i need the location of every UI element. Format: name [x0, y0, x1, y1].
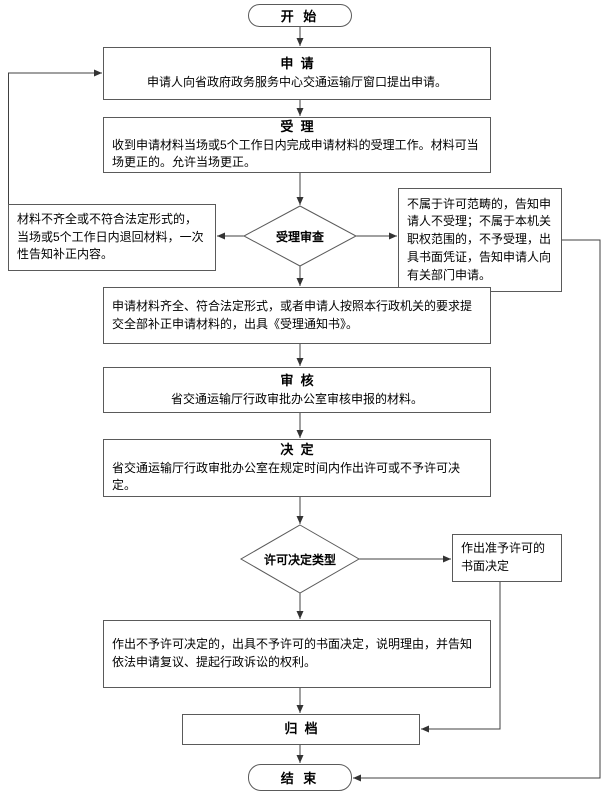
decision-type-diamond-shape — [239, 524, 361, 594]
deny-decision-body: 作出不予许可决定的，出具不予许可的书面决定，说明理由，并告知依法申请复议、提起行… — [112, 637, 473, 669]
accept-step-title: 受 理 — [280, 118, 314, 134]
edge-approve-archive — [421, 582, 501, 733]
apply-step-title: 申 请 — [280, 56, 314, 72]
reject-node: 不属于许可范畴的，告知申请人不受理；不属于本机关职权范围的，不予受理，出具书面凭… — [398, 188, 562, 292]
deny-decision-node: 作出不予许可决定的，出具不予许可的书面决定，说明理由，并告知依法申请复议、提起行… — [103, 620, 491, 688]
archive-label: 归 档 — [284, 721, 318, 737]
review-diamond-shape — [242, 205, 358, 267]
decide-step-node: 决 定 省交通运输厅行政审批办公室在规定时间内作出许可或不予许可决定。 — [103, 439, 491, 497]
edge-incomplete-apply — [8, 69, 102, 204]
approve-decision-body: 作出准予许可的书面决定 — [461, 541, 546, 573]
reject-body: 不属于许可范畴的，告知申请人不受理；不属于本机关职权范围的，不予受理，出具书面凭… — [407, 196, 552, 282]
incomplete-materials-node: 材料不齐全或不符合法定形式的，当场或5个工作日内退回材料，一次性告知补正内容。 — [8, 204, 216, 271]
end-label: 结 束 — [280, 771, 320, 786]
acceptance-notice-body: 申请材料齐全、符合法定形式，或者申请人按照本行政机关的要求提交全部补正申请材料的… — [112, 298, 473, 331]
apply-step-node: 申 请 申请人向省政府政务服务中心交通运输厅窗口提出申请。 — [103, 47, 491, 100]
start-label: 开 始 — [280, 9, 320, 24]
audit-step-title: 审 核 — [280, 372, 314, 388]
accept-step-body: 收到申请材料当场或5个工作日内完成申请材料的受理工作。材料可当场更正的。允许当场… — [112, 137, 479, 170]
decision-type-diamond-text: 许可决定类型 — [263, 552, 336, 567]
accept-step-node: 受 理 收到申请材料当场或5个工作日内完成申请材料的受理工作。材料可当场更正的。… — [103, 117, 491, 173]
apply-step-body: 申请人向省政府政务服务中心交通运输厅窗口提出申请。 — [146, 75, 447, 90]
review-diamond-label: 受理审查 — [243, 206, 357, 266]
approve-decision-node: 作出准予许可的书面决定 — [452, 534, 562, 582]
audit-step-node: 审 核 省交通运输厅行政审批办公室审核申报的材料。 — [103, 367, 491, 413]
decide-step-title: 决 定 — [280, 441, 314, 457]
acceptance-notice-node: 申请材料齐全、符合法定形式，或者申请人按照本行政机关的要求提交全部补正申请材料的… — [103, 287, 491, 344]
edge-reject-end — [353, 239, 601, 782]
incomplete-materials-body: 材料不齐全或不符合法定形式的，当场或5个工作日内退回材料，一次性告知补正内容。 — [17, 211, 204, 262]
end-node: 结 束 — [248, 764, 352, 791]
decision-type-diamond-label: 许可决定类型 — [238, 526, 362, 592]
start-node: 开 始 — [248, 4, 352, 27]
archive-node: 归 档 — [182, 714, 420, 745]
review-diamond-text: 受理审查 — [275, 229, 324, 244]
decide-step-body: 省交通运输厅行政审批办公室在规定时间内作出许可或不予许可决定。 — [112, 460, 461, 493]
audit-step-body: 省交通运输厅行政审批办公室审核申报的材料。 — [170, 391, 423, 406]
